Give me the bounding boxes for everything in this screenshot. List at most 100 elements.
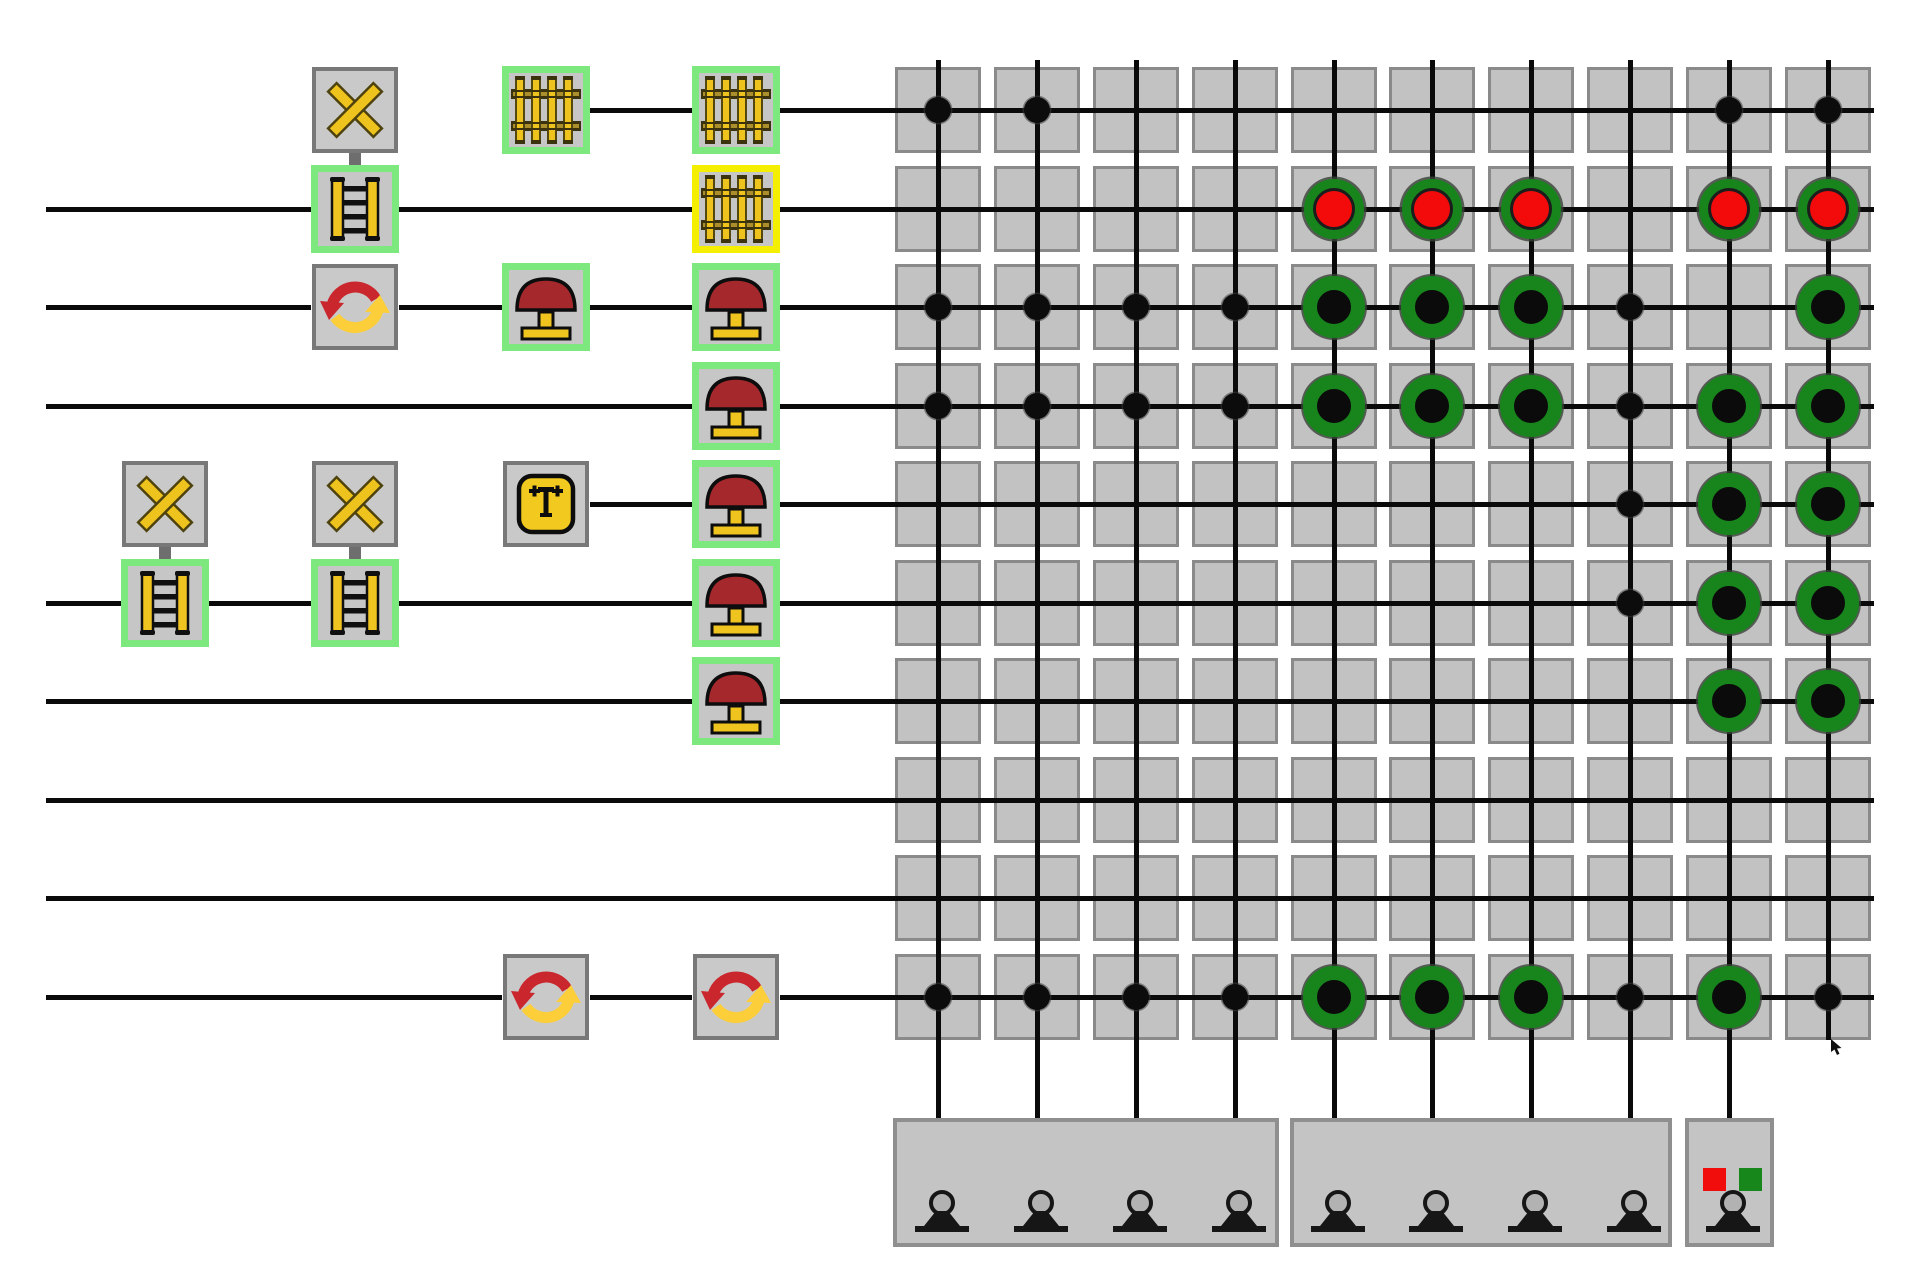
wire-horizontal [209,601,311,606]
green-lamp [1303,966,1365,1028]
wire-horizontal [590,305,692,310]
crossbuck-connector [349,544,361,562]
bell-icon [914,1185,970,1235]
junction-dot [925,97,951,123]
green-indicator [1739,1168,1762,1191]
junction-dot [1617,590,1643,616]
wire-horizontal [780,699,1874,704]
wire-vertical [1035,60,1040,1118]
red-indicator [1703,1168,1726,1191]
junction-dot [1024,97,1050,123]
junction-dot [1815,97,1841,123]
junction-dot [1617,984,1643,1010]
fence-icon[interactable] [692,66,780,154]
wire-vertical [1628,60,1633,1118]
green-lamp [1797,276,1859,338]
green-lamp [1698,670,1760,732]
wire-horizontal [46,601,121,606]
wire-horizontal [46,404,692,409]
bell-icon [1211,1185,1267,1235]
mushroom-button-icon[interactable] [692,263,780,351]
green-lamp [1401,276,1463,338]
green-lamp [1500,276,1562,338]
red-lamp [1313,188,1355,230]
crossbuck-icon[interactable] [122,461,208,547]
junction-dot [925,393,951,419]
wire-vertical [1430,60,1435,1118]
junction-dot [1123,294,1149,320]
bell-icon [1705,1185,1761,1235]
wire-horizontal [46,305,311,310]
bell-icon [1408,1185,1464,1235]
green-lamp [1797,375,1859,437]
wire-horizontal [46,798,1874,803]
wire-vertical [1529,60,1534,1118]
bell-icon [1013,1185,1069,1235]
crossbuck-icon[interactable] [312,461,398,547]
rotate-arrows-icon[interactable] [503,954,589,1040]
control-box-icon[interactable] [503,461,589,547]
green-lamp [1797,572,1859,634]
relay-panel [893,1118,1279,1247]
junction-dot [1617,491,1643,517]
junction-dot [1617,393,1643,419]
green-lamp [1303,375,1365,437]
relay-panel [1290,1118,1672,1247]
green-lamp [1698,375,1760,437]
bell-icon [1507,1185,1563,1235]
mushroom-button-icon[interactable] [502,263,590,351]
bell-icon [1310,1185,1366,1235]
junction-dot [1815,984,1841,1010]
wire-horizontal [590,995,692,1000]
green-lamp [1401,966,1463,1028]
wire-horizontal [399,601,692,606]
green-lamp [1698,572,1760,634]
wire-vertical [1233,60,1238,1118]
green-lamp [1401,375,1463,437]
barrier-ladder-icon[interactable] [311,165,399,253]
barrier-ladder-icon[interactable] [311,559,399,647]
red-lamp [1510,188,1552,230]
mushroom-button-icon[interactable] [692,362,780,450]
red-lamp [1807,188,1849,230]
fence-icon[interactable] [502,66,590,154]
wire-horizontal [780,108,1874,113]
green-lamp [1698,473,1760,535]
junction-dot [1024,393,1050,419]
junction-dot [1222,393,1248,419]
junction-dot [925,984,951,1010]
wire-horizontal [399,207,692,212]
junction-dot [1222,294,1248,320]
crossbuck-connector [159,544,171,562]
red-lamp [1411,188,1453,230]
wire-vertical [1826,60,1831,1040]
junction-dot [1123,393,1149,419]
green-lamp [1797,670,1859,732]
bell-icon [1112,1185,1168,1235]
fence-icon[interactable] [692,165,780,253]
crossbuck-connector [349,150,361,168]
junction-dot [1222,984,1248,1010]
junction-dot [1024,294,1050,320]
wire-horizontal [46,896,1874,901]
rotate-arrows-icon[interactable] [693,954,779,1040]
mushroom-button-icon[interactable] [692,559,780,647]
green-lamp [1303,276,1365,338]
red-lamp [1708,188,1750,230]
mushroom-button-icon[interactable] [692,460,780,548]
rotate-arrows-icon[interactable] [312,264,398,350]
green-lamp [1797,473,1859,535]
crossbuck-icon[interactable] [312,67,398,153]
junction-dot [925,294,951,320]
wire-vertical [1332,60,1337,1118]
wire-horizontal [46,995,502,1000]
green-lamp [1698,966,1760,1028]
wire-horizontal [780,502,1874,507]
bell-icon [1606,1185,1662,1235]
wire-vertical [936,60,941,1118]
wire-horizontal [590,502,692,507]
green-lamp [1500,966,1562,1028]
mushroom-button-icon[interactable] [692,657,780,745]
barrier-ladder-icon[interactable] [121,559,209,647]
